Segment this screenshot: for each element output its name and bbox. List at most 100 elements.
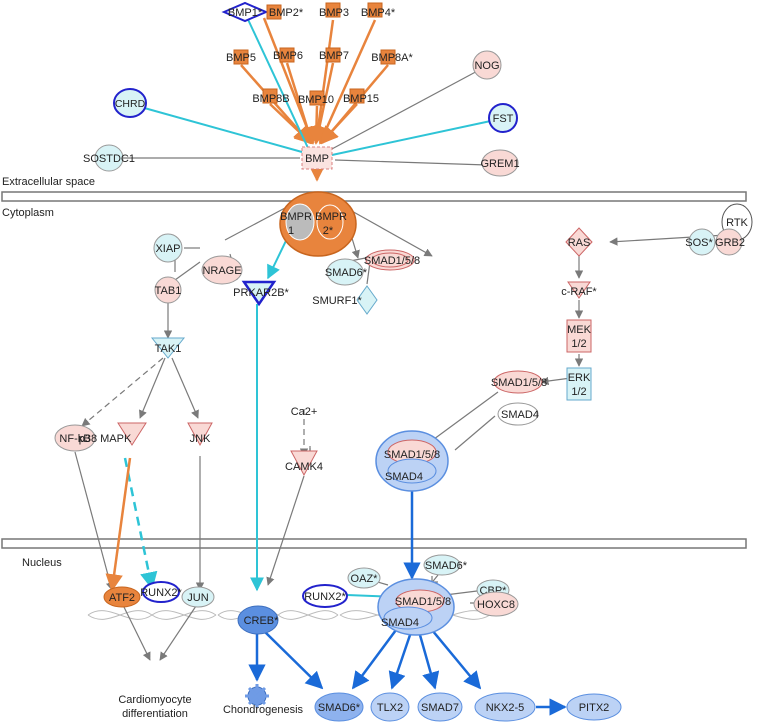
svg-text:SMAD4: SMAD4 [385, 471, 423, 483]
svg-text:ATF2: ATF2 [109, 592, 135, 604]
svg-text:BMP4*: BMP4* [361, 7, 396, 19]
node-nog[interactable]: NOG [472, 50, 502, 80]
node-tab1[interactable]: TAB1 [154, 276, 182, 304]
node-smad158-erk[interactable]: SMAD1/5/8 [491, 370, 547, 394]
svg-text:BMP15: BMP15 [343, 93, 379, 105]
svg-text:BMP: BMP [305, 153, 329, 165]
node-grb2[interactable]: GRB2 [715, 228, 745, 256]
svg-text:HOXC8: HOXC8 [477, 599, 515, 611]
svg-text:differentiation: differentiation [122, 708, 188, 720]
node-p38[interactable]: p38 MAPK [79, 422, 147, 446]
node-bmp5[interactable]: BMP5 [226, 49, 256, 65]
node-smad-complex-nuc[interactable]: SMAD1/5/8 SMAD4 [377, 578, 455, 636]
svg-text:c-RAF*: c-RAF* [561, 286, 597, 298]
label-extracellular: Extracellular space [2, 176, 95, 188]
node-smad7[interactable]: SMAD7 [417, 692, 463, 722]
node-bmp7[interactable]: BMP7 [319, 47, 349, 63]
svg-text:SMAD1/5/8: SMAD1/5/8 [395, 596, 451, 608]
svg-text:GRB2: GRB2 [715, 237, 745, 249]
svg-text:PITX2: PITX2 [579, 702, 610, 714]
svg-text:TAK1: TAK1 [155, 343, 182, 355]
svg-text:JUN: JUN [187, 592, 208, 604]
svg-text:BMPR: BMPR [280, 211, 312, 223]
node-runx2-nuc[interactable]: RUNX2* [140, 581, 182, 603]
process-gear-icon [245, 684, 269, 708]
tak1-to-nfkb-edge [81, 357, 164, 427]
svg-text:NRAGE: NRAGE [202, 265, 241, 277]
node-creb[interactable]: CREB* [237, 605, 280, 635]
node-bmp10[interactable]: BMP10 [298, 90, 334, 106]
node-mek[interactable]: MEK 1/2 [566, 319, 592, 353]
node-nrage[interactable]: NRAGE [201, 255, 243, 285]
node-prkar2b[interactable]: PRKAR2B* [233, 280, 290, 307]
node-bmp2[interactable]: BMP2* [266, 4, 304, 20]
nuclear-membrane [1, 538, 747, 549]
node-oaz[interactable]: OAZ* [347, 567, 381, 589]
node-smad158-cyto[interactable]: SMAD1/5/8 [364, 249, 420, 271]
svg-text:OAZ*: OAZ* [351, 573, 379, 585]
svg-text:BMPR: BMPR [315, 211, 347, 223]
svg-text:SMAD7: SMAD7 [421, 702, 459, 714]
svg-text:Ca2+: Ca2+ [291, 406, 318, 418]
svg-text:BMP6: BMP6 [273, 50, 303, 62]
node-cardiomyocyte-differentiation[interactable]: Cardiomyocyte differentiation [118, 694, 191, 720]
node-ca2[interactable]: Ca2+ [291, 406, 318, 418]
node-bmp6[interactable]: BMP6 [273, 47, 303, 63]
node-bmp15[interactable]: BMP15 [343, 88, 379, 105]
svg-text:NKX2-5: NKX2-5 [486, 702, 525, 714]
node-bmpr-complex[interactable]: BMPR 1 BMPR 2* [279, 191, 357, 257]
node-bmp-group[interactable]: BMP [301, 146, 333, 170]
node-fst[interactable]: FST [488, 103, 518, 133]
node-runx2-b[interactable]: RUNX2* [302, 584, 348, 608]
node-bmp4[interactable]: BMP4* [361, 2, 396, 19]
node-camk4[interactable]: CAMK4 [285, 450, 323, 477]
svg-text:FST: FST [493, 113, 514, 125]
svg-text:ERK: ERK [568, 372, 591, 384]
svg-text:SMURF1*: SMURF1* [312, 295, 362, 307]
node-hoxc8[interactable]: HOXC8 [473, 591, 519, 617]
svg-text:1/2: 1/2 [571, 386, 586, 398]
node-smad4-free[interactable]: SMAD4 [497, 402, 539, 426]
node-nkx25[interactable]: NKX2-5 [474, 692, 536, 722]
node-ras[interactable]: RAS [565, 227, 593, 257]
node-pitx2[interactable]: PITX2 [566, 693, 622, 721]
node-smad6-out[interactable]: SMAD6* [314, 692, 364, 722]
svg-text:RUNX2*: RUNX2* [304, 591, 346, 603]
node-xiap[interactable]: XIAP [153, 233, 183, 263]
node-tlx2[interactable]: TLX2 [370, 692, 410, 722]
node-bmp8b[interactable]: BMP8B [252, 88, 290, 105]
node-bmp3[interactable]: BMP3 [319, 2, 349, 19]
node-smad-complex-cyto[interactable]: SMAD1/5/8 SMAD4 [375, 430, 449, 492]
node-sos[interactable]: SOS* [685, 228, 716, 256]
node-nfkb[interactable]: NF-kB [54, 424, 96, 452]
node-chrd[interactable]: CHRD [113, 88, 147, 118]
node-chondrogenesis[interactable]: Chondrogenesis [223, 684, 304, 716]
node-tak1[interactable]: TAK1 [150, 337, 186, 359]
node-smad6-cyto[interactable]: SMAD6* [325, 258, 368, 286]
p38-to-atf2-edge [105, 457, 132, 592]
node-bmp8a[interactable]: BMP8A* [371, 49, 414, 65]
svg-text:RAS: RAS [568, 237, 591, 249]
svg-text:BMP8B: BMP8B [252, 93, 289, 105]
node-jun[interactable]: JUN [181, 586, 215, 608]
svg-text:NF-kB: NF-kB [59, 433, 90, 445]
svg-text:SMAD1/5/8: SMAD1/5/8 [364, 255, 420, 267]
label-nucleus: Nucleus [22, 557, 62, 569]
node-craf[interactable]: c-RAF* [561, 281, 597, 299]
node-jnk[interactable]: JNK [187, 422, 213, 447]
node-grem1[interactable]: GREM1 [480, 149, 520, 177]
node-smurf1[interactable]: SMURF1* [312, 285, 378, 315]
svg-text:CREB*: CREB* [244, 615, 280, 627]
node-atf2[interactable]: ATF2 [103, 586, 141, 608]
svg-text:BMP5: BMP5 [226, 52, 256, 64]
node-erk[interactable]: ERK 1/2 [566, 367, 592, 401]
node-bmp1[interactable]: BMP1* [221, 1, 269, 23]
node-smad6-nuc[interactable]: SMAD6* [423, 554, 468, 576]
inhibitor-edges-cyan [129, 12, 501, 156]
dna-helix-middle [217, 610, 339, 620]
svg-text:SMAD6*: SMAD6* [318, 702, 361, 714]
svg-text:1/2: 1/2 [571, 338, 586, 350]
node-sostdc1[interactable]: SOSTDC1 [83, 144, 135, 172]
svg-text:BMP8A*: BMP8A* [371, 52, 413, 64]
